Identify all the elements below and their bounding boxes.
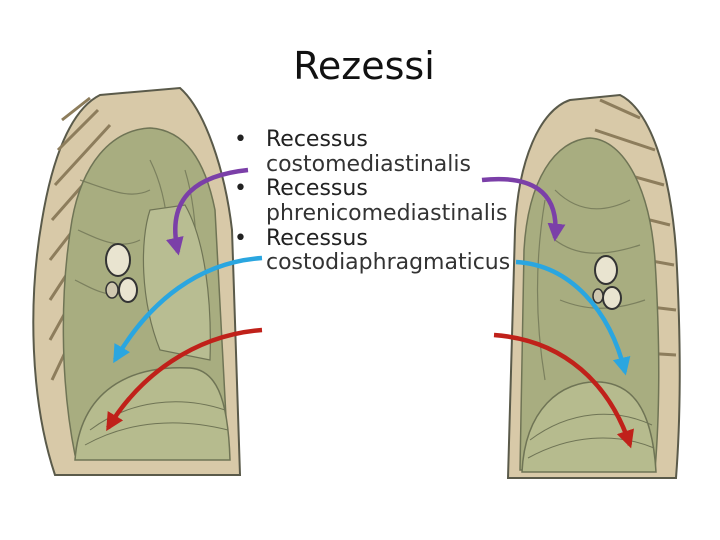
right-diaphragm-lines	[527, 413, 655, 459]
arrow-phrenicomediastinalis-left	[113, 255, 263, 364]
bullet-dot: •	[234, 127, 247, 152]
arrow-costomediastinalis-left	[166, 167, 249, 256]
bullet-phrenicomediastinalis: • Recessus phrenicomediastinalis	[232, 177, 510, 226]
right-thoracic-cavity-illustration	[506, 93, 681, 479]
right-lung-folds	[536, 189, 646, 381]
bullet-line-2: phrenicomediastinalis	[266, 200, 508, 226]
left-lung-folds	[74, 159, 197, 351]
left-diaphragm	[74, 367, 231, 461]
recessus-arrows	[106, 167, 634, 449]
bullet-line-1: Recessus	[266, 176, 368, 202]
bullet-line-2: costodiaphragmaticus	[266, 250, 511, 276]
bullet-dot: •	[234, 176, 247, 202]
left-heart-region	[142, 204, 211, 361]
bullet-costomediastinalis: • Recessus costomediastinalis	[232, 127, 510, 177]
arrow-costodiaphragmaticus-left	[106, 327, 263, 432]
arrow-costomediastinalis-right	[481, 176, 566, 242]
bullet-list: • Recessus costomediastinalis • Recessus…	[232, 127, 511, 276]
right-diaphragm	[521, 381, 657, 473]
right-hilum-vessels	[592, 255, 622, 310]
bullet-costodiaphragmaticus: • Recessus costodiaphragmaticus	[232, 225, 511, 276]
left-diaphragm-lines	[84, 401, 229, 446]
arrow-phrenicomediastinalis-right	[515, 259, 631, 376]
arrow-costodiaphragmaticus-right	[493, 332, 634, 449]
slide-title: Rezessi	[293, 44, 435, 88]
bullet-line-1: Recessus	[266, 225, 368, 251]
bullet-line-1: Recessus	[266, 127, 368, 152]
bullet-dot: •	[234, 225, 247, 251]
left-hilum-vessels	[105, 243, 138, 303]
bullet-line-2: costomediastinalis	[266, 151, 471, 177]
left-thoracic-cavity-illustration	[32, 86, 242, 476]
